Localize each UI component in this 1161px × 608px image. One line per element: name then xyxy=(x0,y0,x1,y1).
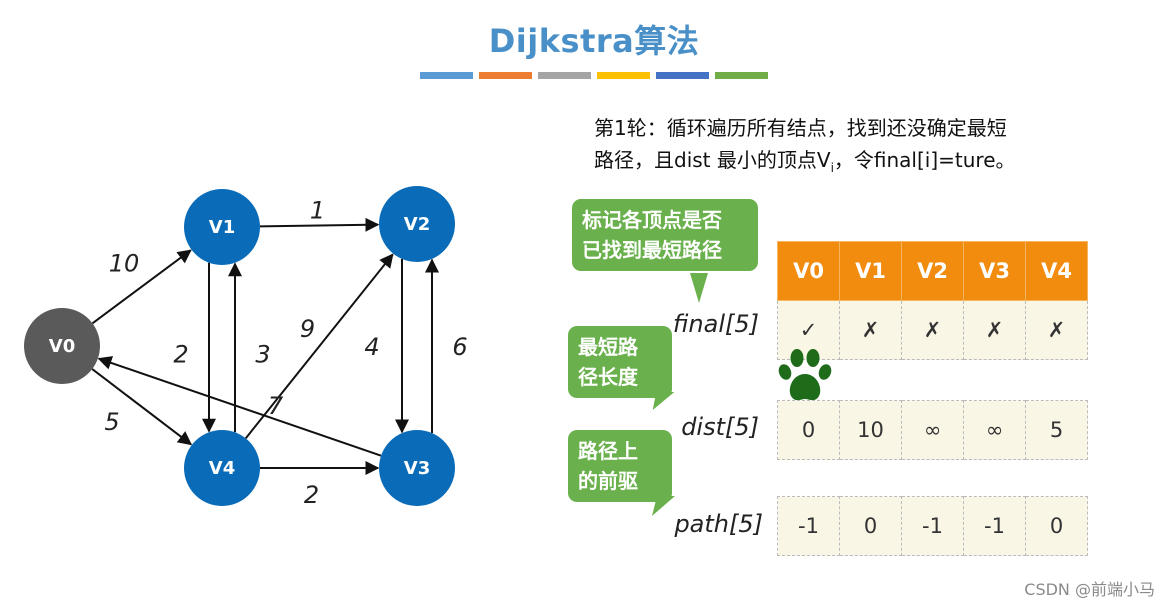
final-row: ✓ ✗ ✗ ✗ ✗ xyxy=(777,300,1088,360)
edge-weight-v1-v4: 2 xyxy=(173,341,188,369)
final-cell-cross-icon: ✗ xyxy=(901,300,964,360)
dist-array-label: dist[5] xyxy=(681,413,759,441)
dist-callout-line-1: 最短路 xyxy=(578,335,638,359)
node-v1 xyxy=(184,189,260,265)
node-label-v0: V0 xyxy=(49,336,75,357)
description-subscript: i xyxy=(830,161,834,175)
description-line-2: 路径，且dist 最小的顶点Vi，令final[i]=ture。 xyxy=(594,144,1114,184)
path-row: -1 0 -1 -1 0 xyxy=(777,496,1088,556)
description-line-1: 第1轮：循环遍历所有结点，找到还没确定最短 xyxy=(594,116,1007,140)
edge-v3-v0 xyxy=(97,356,382,457)
final-cell-cross-icon: ✗ xyxy=(839,300,902,360)
edge-v0-v4 xyxy=(91,368,193,446)
header-cell: V4 xyxy=(1025,241,1088,301)
final-array-table: V0 V1 V2 V3 V4 ✓ ✗ ✗ ✗ ✗ xyxy=(777,241,1088,360)
dist-callout-line-2: 径长度 xyxy=(578,365,638,389)
edge-weight-v4-v2: 9 xyxy=(300,315,315,343)
path-cell: 0 xyxy=(1025,496,1088,556)
node-v4 xyxy=(184,430,260,506)
edge-weight-v4-v1: 3 xyxy=(255,341,270,369)
page-title: Dijkstra算法 xyxy=(488,22,700,60)
color-bar-segment xyxy=(479,72,532,79)
header-cell: V0 xyxy=(777,241,840,301)
path-cell: -1 xyxy=(963,496,1026,556)
edge-v0-v1 xyxy=(91,249,192,325)
node-v2 xyxy=(379,186,455,262)
dist-cell: 0 xyxy=(777,400,840,460)
edge-v4-v2 xyxy=(244,253,394,439)
node-label-v2: V2 xyxy=(404,214,430,235)
dist-callout-tail xyxy=(643,392,675,410)
watermark: CSDN @前端小马 xyxy=(1024,580,1155,599)
final-callout-line-1: 标记各顶点是否 xyxy=(582,208,722,232)
final-array-label: final[5] xyxy=(672,310,759,338)
final-callout-tail xyxy=(690,273,708,303)
color-bar-segment xyxy=(597,72,650,79)
dist-cell: 5 xyxy=(1025,400,1088,460)
edge-weight-v0-v4: 5 xyxy=(104,408,119,436)
color-bar-segment xyxy=(656,72,709,79)
vertex-header-row: V0 V1 V2 V3 V4 xyxy=(777,241,1088,301)
path-array-label: path[5] xyxy=(674,510,763,538)
paw-print-icon xyxy=(777,348,835,410)
color-bar-segment xyxy=(538,72,591,79)
header-cell: V2 xyxy=(901,241,964,301)
edge-weight-v2-v3: 4 xyxy=(364,333,379,361)
dist-cell: 10 xyxy=(839,400,902,460)
final-cell-check-icon: ✓ xyxy=(777,300,840,360)
description-line-2-b: ，令final[i]=ture。 xyxy=(833,148,1016,172)
edge-v1-v2 xyxy=(259,217,380,232)
path-callout-line-2: 的前驱 xyxy=(578,469,638,493)
color-bar-segment xyxy=(715,72,768,79)
final-callout: 标记各顶点是否 已找到最短路径 xyxy=(572,199,758,303)
edge-weight-v4-v3: 2 xyxy=(304,481,319,509)
edge-weight-v3-v2: 6 xyxy=(452,333,467,361)
description-line-2-a: 路径，且dist 最小的顶点V xyxy=(594,148,831,172)
round-description: 第1轮：循环遍历所有结点，找到还没确定最短 路径，且dist 最小的顶点Vi，令… xyxy=(594,112,1114,184)
edge-weight-v3-v0: 7 xyxy=(268,392,284,420)
edge-weight-v0-v1: 10 xyxy=(109,250,140,278)
node-label-v4: V4 xyxy=(209,458,235,479)
final-cell-cross-icon: ✗ xyxy=(1025,300,1088,360)
path-callout-line-1: 路径上 xyxy=(578,439,638,463)
node-label-v1: V1 xyxy=(209,217,235,238)
final-cell-cross-icon: ✗ xyxy=(963,300,1026,360)
path-cell: -1 xyxy=(777,496,840,556)
path-callout: 路径上 的前驱 xyxy=(568,430,676,516)
dist-row: 0 10 ∞ ∞ 5 xyxy=(777,400,1088,460)
dist-cell: ∞ xyxy=(901,400,964,460)
dist-array-table: 0 10 ∞ ∞ 5 xyxy=(777,400,1088,460)
dist-callout: 最短路 径长度 xyxy=(568,326,675,410)
path-cell: -1 xyxy=(901,496,964,556)
edge-weight-v1-v2: 1 xyxy=(310,197,325,225)
path-cell: 0 xyxy=(839,496,902,556)
final-callout-line-2: 已找到最短路径 xyxy=(582,238,722,262)
node-label-v3: V3 xyxy=(404,458,430,479)
header-cell: V1 xyxy=(839,241,902,301)
paw-print-svg xyxy=(778,349,832,401)
color-bar-segment xyxy=(420,72,473,79)
path-array-table: -1 0 -1 -1 0 xyxy=(777,496,1088,556)
node-v3 xyxy=(379,430,455,506)
node-v0 xyxy=(24,308,100,384)
header-cell: V3 xyxy=(963,241,1026,301)
dist-cell: ∞ xyxy=(963,400,1026,460)
